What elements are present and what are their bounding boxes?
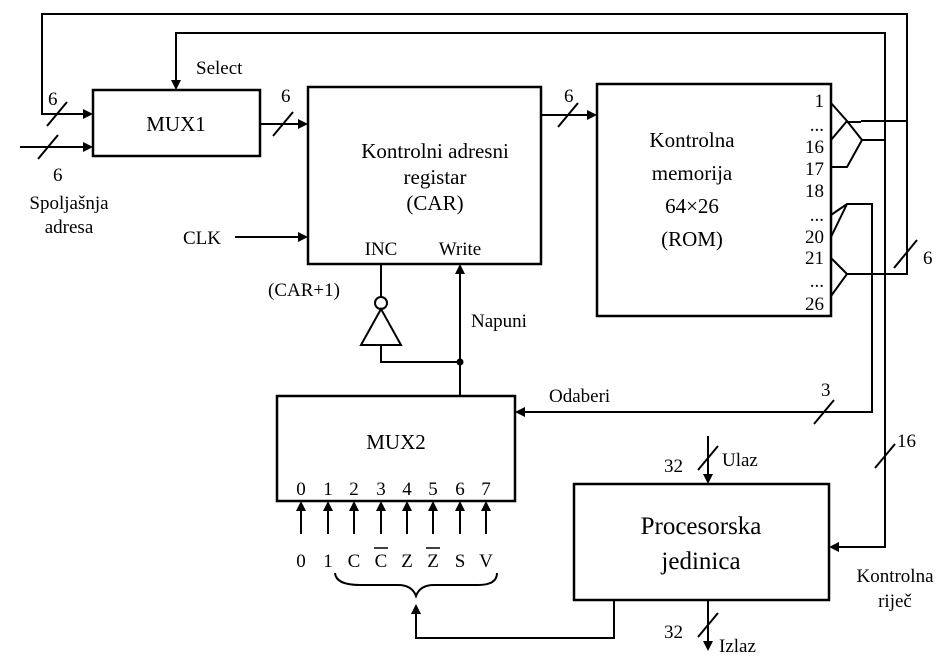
mux2-input-index: 4 — [402, 479, 412, 500]
izlaz-label: Izlaz — [719, 636, 756, 657]
condition-label: C — [375, 551, 388, 572]
bus-slashes — [813, 399, 896, 469]
mux2-input-index: 7 — [481, 479, 491, 500]
rom-bit-label: 20 — [805, 227, 824, 248]
bus-width-ulaz: 32 — [664, 456, 683, 477]
rom-output-groups — [515, 102, 908, 552]
condition-label: S — [455, 551, 466, 572]
control-word-label-2: riječ — [878, 591, 912, 612]
mux2-input-index: 5 — [428, 479, 438, 500]
mux2-input-index: 3 — [376, 479, 386, 500]
rom-bit-label: ... — [810, 271, 824, 292]
mux2-input-arrowhead — [402, 501, 412, 511]
external-address-label-1: Spoljašnja — [29, 193, 109, 214]
cpu-title-line1: Procesorska — [641, 513, 762, 540]
write-line — [455, 264, 465, 396]
mux2-input-index: 1 — [323, 479, 333, 500]
odaberi-label: Odaberi — [549, 386, 610, 407]
condition-label: 0 — [296, 551, 306, 572]
mux2-input-index: 0 — [296, 479, 306, 500]
mux2-input-arrowhead — [428, 501, 438, 511]
mux2-input-index: 2 — [349, 479, 359, 500]
external-address-label-2: adresa — [45, 217, 94, 238]
bus-width-odaberi: 3 — [821, 380, 831, 401]
rom-bit-label: 17 — [805, 159, 824, 180]
select-line — [171, 32, 886, 141]
clk-line — [235, 232, 308, 242]
condition-label: Z — [427, 551, 439, 572]
bus-width-mux1-ext: 6 — [53, 165, 63, 186]
bus-width-control: 16 — [897, 431, 916, 452]
napuni-label: Napuni — [471, 311, 527, 332]
mux1-block: MUX1 — [91, 88, 262, 158]
mux2-input-arrowhead — [349, 501, 359, 511]
mux1-to-car — [260, 111, 308, 137]
rom-title-line4: (ROM) — [661, 227, 723, 251]
rom-title-line1: Kontrolna — [649, 128, 735, 152]
rom-bit-label: ... — [810, 205, 824, 226]
rom-title-line2: memorija — [652, 161, 733, 185]
car-title-line1: Kontrolni adresni — [361, 139, 509, 163]
condition-brace — [334, 572, 615, 639]
rom-bit-label: 26 — [805, 294, 824, 315]
condition-label: V — [479, 551, 493, 572]
rom-block: Kontrolna memorija 64×26 (ROM) 1...16171… — [595, 82, 833, 318]
mux2-input-arrows — [296, 501, 491, 534]
mux1-label: MUX1 — [146, 112, 206, 136]
car-title-line2: registar — [404, 165, 467, 189]
rom-bit-label: ... — [810, 115, 824, 136]
control-word-label-1: Kontrolna — [856, 566, 934, 587]
car-title-line3: (CAR) — [406, 191, 463, 215]
bus-width-izlaz: 32 — [664, 622, 683, 643]
bus-width-mux1-top: 6 — [48, 89, 58, 110]
car-to-rom — [541, 102, 597, 128]
bus-width-car-out: 6 — [564, 86, 574, 107]
mux2-input-arrowhead — [296, 501, 306, 511]
cpu-block: Procesorska jedinica — [572, 482, 831, 602]
rom-title-line3: 64×26 — [665, 194, 719, 218]
mux2-input-arrowhead — [376, 501, 386, 511]
select-label: Select — [196, 58, 243, 79]
mux2-input-arrowhead — [481, 501, 491, 511]
car-write-label: Write — [439, 239, 482, 260]
clk-label: CLK — [183, 228, 221, 249]
condition-label: 1 — [323, 551, 333, 572]
mux2-label: MUX2 — [366, 430, 426, 454]
bus-width-mux1-out: 6 — [281, 86, 291, 107]
car-block: Kontrolni adresni registar (CAR) INC Wri… — [306, 85, 543, 266]
inc-inverter — [359, 264, 460, 363]
car-inc-label: INC — [365, 239, 398, 260]
rom-bit-label: 1 — [815, 91, 825, 112]
ulaz-label: Ulaz — [722, 450, 758, 471]
car-plus-one-label: (CAR+1) — [268, 280, 340, 301]
rom-bit-label: 18 — [805, 181, 824, 202]
mux1-external-input — [20, 101, 93, 160]
bus-width-feedback: 6 — [923, 248, 933, 269]
cpu-io — [697, 436, 719, 651]
condition-label: C — [348, 551, 361, 572]
mux2-input-arrowhead — [323, 501, 333, 511]
rom-bit-label: 21 — [805, 248, 824, 269]
rom-bit-label: 16 — [805, 137, 824, 158]
mux2-input-arrowhead — [455, 501, 465, 511]
mux2-input-index: 6 — [455, 479, 465, 500]
cpu-title-line2: jedinica — [660, 548, 740, 575]
condition-label: Z — [401, 551, 413, 572]
feedback-bus — [41, 13, 918, 269]
